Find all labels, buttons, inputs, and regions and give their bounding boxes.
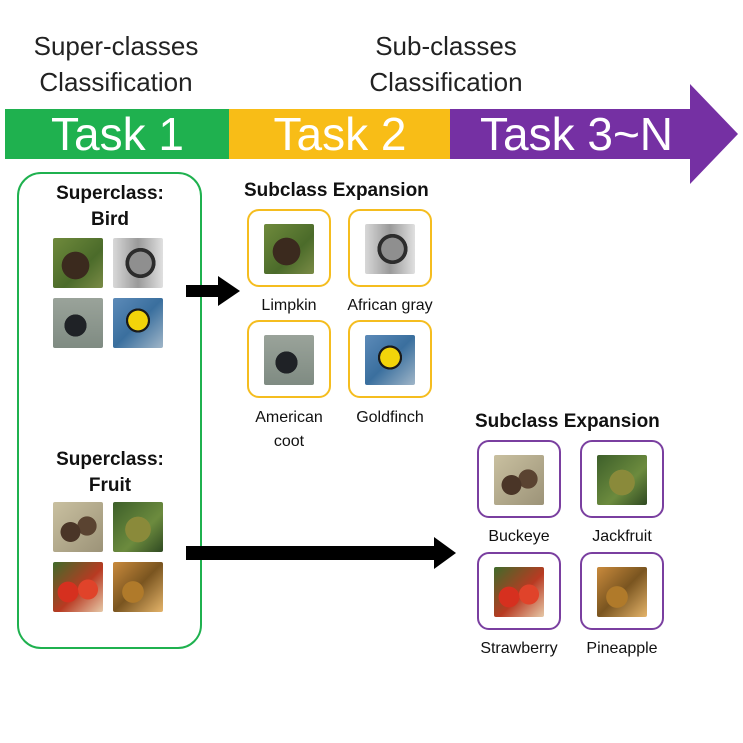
task2-caption: Sub-classes Classification (330, 28, 562, 100)
task3-label: Task 3~N (480, 108, 674, 160)
bird-card-american-coot-label: American coot (239, 406, 339, 454)
fruit-expansion-arrow (186, 537, 456, 569)
american-coot-label-line2: coot (273, 433, 305, 450)
task2-caption-line2: Classification (369, 67, 523, 97)
fruit-subclass-expansion-title: Subclass Expansion (475, 411, 660, 432)
task1-band: Task 1 (5, 109, 230, 159)
bird-card-limpkin (247, 209, 331, 287)
fruit-thumb-jackfruit (113, 502, 163, 552)
jackfruit-image (597, 455, 647, 505)
bird-thumb-african-gray (113, 238, 163, 288)
fruit-card-strawberry (477, 552, 561, 630)
american-coot-image (264, 335, 314, 385)
bird-thumb-goldfinch (113, 298, 163, 348)
fruit-card-jackfruit (580, 440, 664, 518)
american-coot-label-line1: American (255, 409, 323, 426)
bird-thumb-american-coot (53, 298, 103, 348)
task1-caption-line1: Super-classes (33, 31, 199, 61)
superclass-bird-title: Superclass: Bird (40, 181, 180, 233)
bird-card-goldfinch (348, 320, 432, 398)
timeline-arrow-head (690, 84, 738, 184)
fruit-card-pineapple (580, 552, 664, 630)
bird-expansion-arrow (186, 276, 240, 306)
task1-caption-line2: Classification (39, 67, 193, 97)
task1-caption: Super-classes Classification (0, 28, 232, 100)
task2-caption-line1: Sub-classes (375, 31, 517, 61)
bird-card-american-coot (247, 320, 331, 398)
strawberry-image (494, 567, 544, 617)
superclass-group-box (17, 172, 202, 649)
fruit-card-strawberry-label: Strawberry (480, 640, 558, 657)
african-gray-image (365, 224, 415, 274)
bird-subclass-expansion-title: Subclass Expansion (244, 180, 429, 201)
task2-label: Task 2 (273, 108, 407, 160)
fruit-card-buckeye-label: Buckeye (488, 528, 550, 545)
task2-band: Task 2 (229, 109, 451, 159)
bird-card-african-gray-label: African gray (347, 297, 433, 314)
bird-card-goldfinch-label: Goldfinch (356, 409, 424, 426)
goldfinch-image (365, 335, 415, 385)
fruit-card-pineapple-label: Pineapple (586, 640, 658, 657)
fruit-card-jackfruit-label: Jackfruit (592, 528, 652, 545)
fruit-card-buckeye (477, 440, 561, 518)
task3-band: Task 3~N (450, 109, 692, 159)
superclass-fruit-title-line1: Superclass: (56, 449, 164, 470)
fruit-thumb-buckeye (53, 502, 103, 552)
bird-thumb-limpkin (53, 238, 103, 288)
buckeye-image (494, 455, 544, 505)
superclass-fruit-title-line2: Fruit (88, 475, 132, 496)
pineapple-image (597, 567, 647, 617)
task1-label: Task 1 (51, 108, 184, 160)
superclass-bird-title-line1: Superclass: (56, 183, 164, 204)
fruit-thumb-strawberry (53, 562, 103, 612)
superclass-fruit-title: Superclass: Fruit (40, 447, 180, 499)
bird-card-limpkin-label: Limpkin (261, 297, 317, 314)
bird-card-african-gray (348, 209, 432, 287)
superclass-bird-title-line2: Bird (91, 209, 129, 230)
limpkin-image (264, 224, 314, 274)
fruit-thumb-pineapple (113, 562, 163, 612)
